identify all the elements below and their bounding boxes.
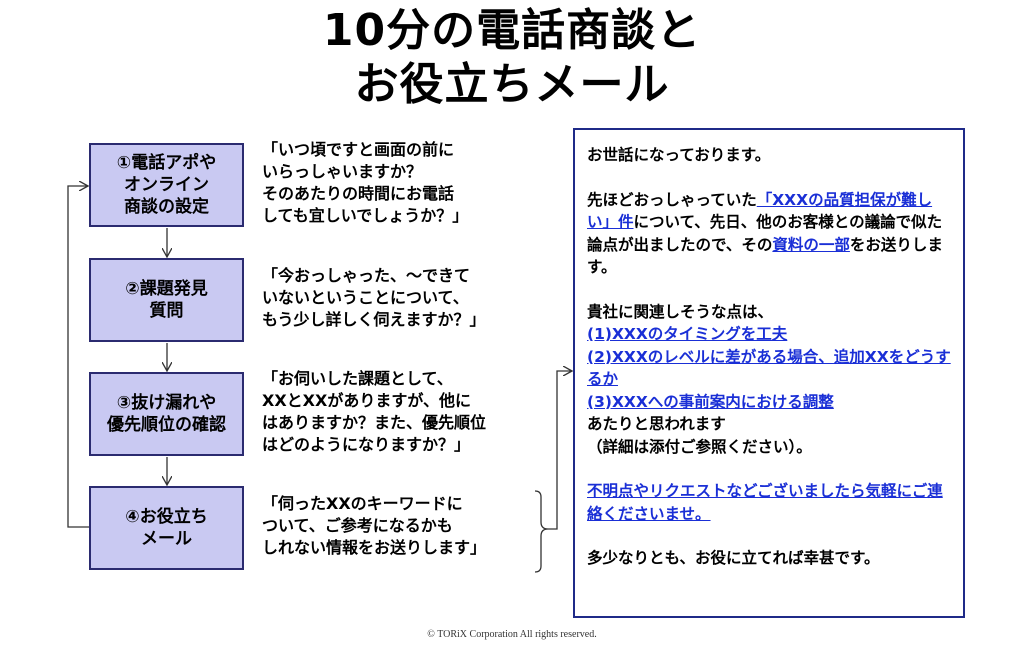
title-line-1: 10分の電話商談と	[322, 5, 702, 56]
email-link-material[interactable]: 資料の一部	[772, 235, 850, 254]
step-3-quote: 「お伺いした課題として、 XXとXXがありますが、他に はありますか？また、優先…	[262, 369, 487, 454]
email-p2-text-b: について、先日、他のお客様との議論で似た論点が出ましたので、その	[587, 213, 943, 254]
email-p3-text-b: （詳細は添付ご参照ください）。	[587, 437, 812, 456]
step-2-box: ②課題発見 質問	[89, 258, 244, 342]
email-link-item-1[interactable]: (1)XXXのタイミングを工夫	[587, 325, 788, 343]
step-1-quote: 「いつ頃ですと画面の前に いらっしゃいますか？ そのあたりの時間にお電話 しても…	[262, 140, 469, 225]
email-p3-text-a: あたりと思われます	[587, 415, 726, 433]
email-link-contact[interactable]: 不明点やリクエストなどございましたら気軽にご連絡くださいませ。	[587, 482, 943, 523]
email-example: お世話になっております。 先ほどおっしゃっていた「XXXの品質担保が難しい」件に…	[573, 128, 965, 618]
email-p2-text-c: をお送りします。	[587, 235, 943, 277]
arrow-to-email	[548, 371, 571, 530]
email-link-item-2[interactable]: (2)XXXのレベルに差がある場合、追加XXをどうするか	[587, 347, 951, 389]
title-line-2: お役立ちメール	[354, 59, 670, 110]
email-p3-intro: 貴社に関連しそうな点は、	[587, 302, 774, 321]
copyright-footer: © TORiX Corporation All rights reserved.	[427, 629, 597, 640]
email-p2-text-a: 先ほどおっしゃっていた	[587, 190, 757, 209]
email-link-item-3[interactable]: (3)XXXへの事前案内における調整	[587, 392, 834, 411]
arrow-loop-back	[67, 186, 89, 528]
step-2-quote: 「今おっしゃった、〜できて いないということについて、 もう少し詳しく伺えますか…	[262, 266, 486, 329]
email-link-issue[interactable]: 「XXXの品質担保が難しい」件	[587, 190, 933, 232]
step-1-box: ①電話アポや オンライン 商談の設定	[89, 143, 244, 227]
email-greeting: お世話になっております。	[587, 146, 771, 164]
step-3-box: ③抜け漏れや 優先順位の確認	[89, 372, 244, 456]
slide-title: 10分の電話商談と お役立ちメール	[0, 4, 1024, 112]
step-4-box: ④お役立ち メール	[89, 486, 244, 570]
step-4-quote: 「伺ったXXのキーワードに ついて、ご参考になるかも しれない情報をお送りします…	[262, 494, 487, 557]
email-paragraph-2: 先ほどおっしゃっていた「XXXの品質担保が難しい」件について、先日、他のお客様と…	[587, 189, 953, 279]
email-closing: 多少なりとも、お役に立てれば幸甚です。	[587, 549, 880, 567]
